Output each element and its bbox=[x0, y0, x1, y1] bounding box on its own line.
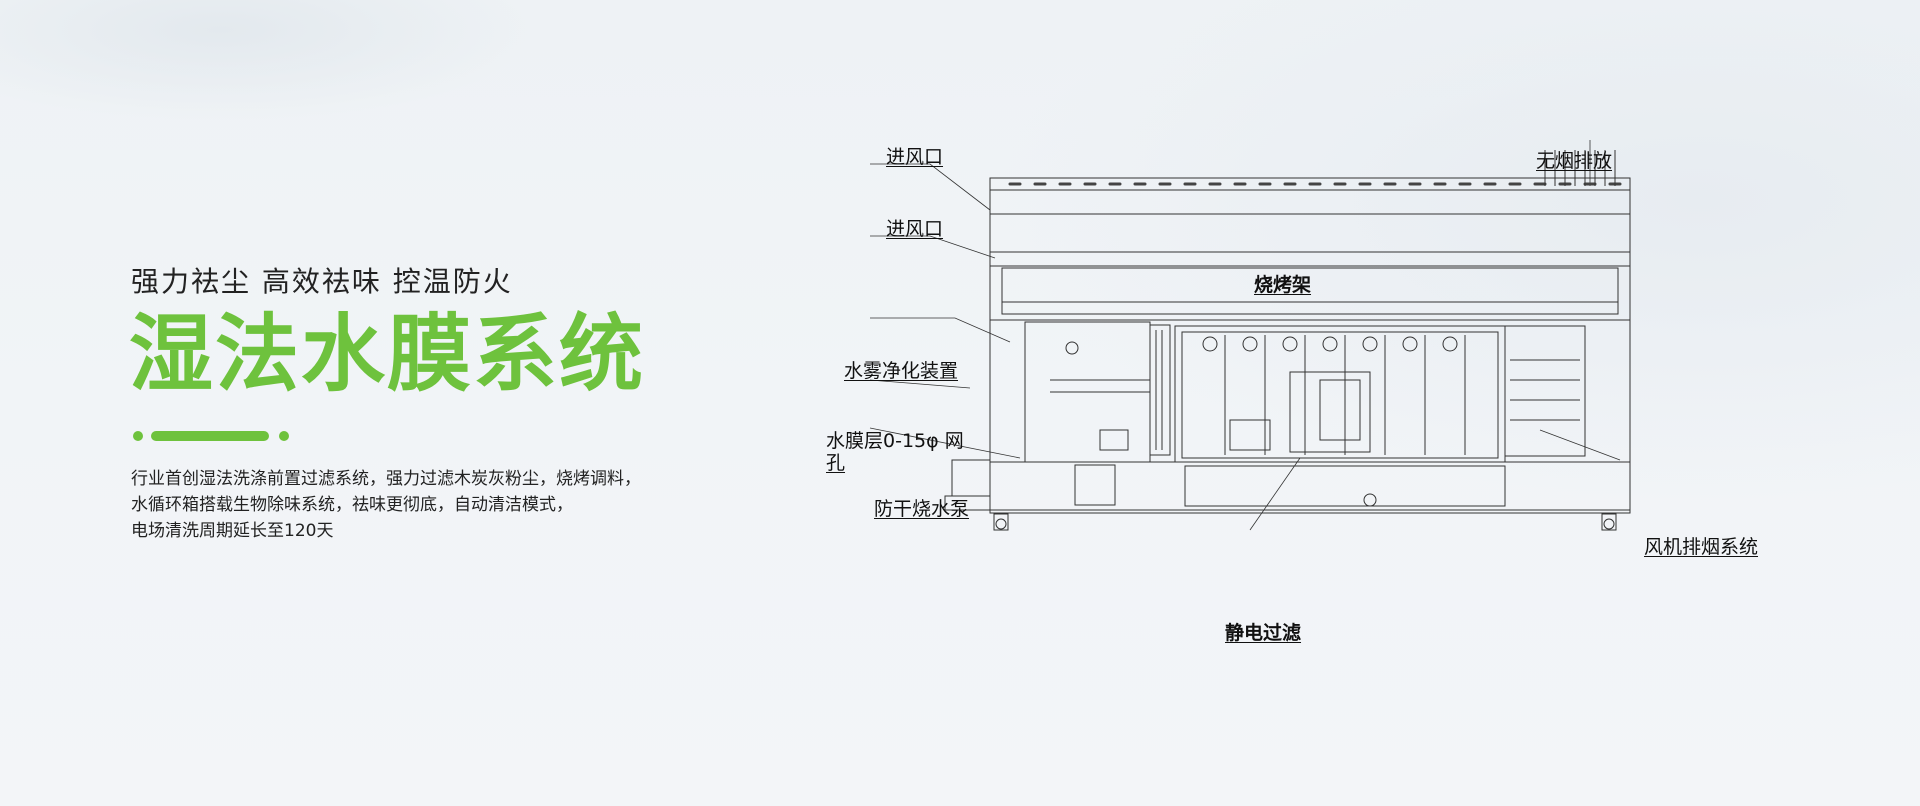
label-inlet-top: 进风口 bbox=[886, 146, 944, 168]
description-line: 电场清洗周期延长至120天 bbox=[131, 521, 334, 541]
hero-description: 行业首创湿法洗涤前置过滤系统，强力过滤木炭灰粉尘，烧烤调料， 水循环箱搭载生物除… bbox=[131, 466, 731, 544]
system-diagram: 进风口 进风口 烧烤架 水雾净化装置 水膜层0-15φ 网 孔 防干烧水泵 无烟… bbox=[820, 130, 1780, 670]
description-line: 水循环箱搭载生物除味系统，祛味更彻底，自动清洁模式， bbox=[131, 495, 573, 515]
hero-title: 湿法水膜系统 bbox=[129, 305, 646, 403]
divider-dot bbox=[279, 431, 289, 441]
label-electrostatic: 静电过滤 bbox=[1225, 622, 1302, 644]
divider-bar bbox=[151, 431, 269, 441]
label-water-mist: 水雾净化装置 bbox=[844, 360, 959, 382]
label-inlet-mid: 进风口 bbox=[886, 218, 944, 240]
divider-dot bbox=[133, 431, 143, 441]
machine-drawing bbox=[869, 140, 1631, 531]
description-line: 行业首创湿法洗涤前置过滤系统，强力过滤木炭灰粉尘，烧烤调料， bbox=[131, 469, 641, 489]
hero-section: 强力祛尘 高效祛味 控温防火 湿法水膜系统 行业首创湿法洗涤前置过滤系统，强力过… bbox=[129, 0, 731, 806]
label-smokeless: 无烟排放 bbox=[1536, 150, 1613, 172]
label-water-membrane-cont: 孔 bbox=[826, 452, 846, 474]
label-grill-rack: 烧烤架 bbox=[1254, 274, 1312, 296]
decorative-divider bbox=[133, 430, 293, 442]
hero-tagline: 强力祛尘 高效祛味 控温防火 bbox=[131, 265, 513, 298]
label-fan-system: 风机排烟系统 bbox=[1644, 536, 1759, 558]
label-water-membrane: 水膜层0-15φ 网 bbox=[826, 430, 964, 452]
label-pump: 防干烧水泵 bbox=[874, 498, 970, 520]
